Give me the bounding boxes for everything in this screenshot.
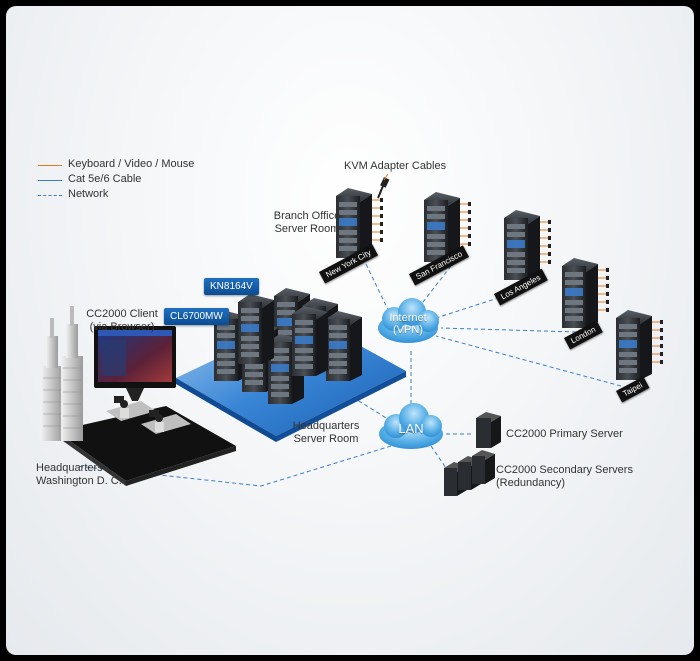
legend-cable-label: Cat 5e/6 Cable: [68, 173, 142, 185]
diagram-frame: Keyboard / Video / Mouse Cat 5e/6 Cable …: [6, 6, 694, 655]
lan-cloud: [379, 403, 443, 449]
legend-network-swatch: [38, 195, 62, 196]
legend-cable-swatch: [38, 180, 62, 181]
hq-washington-line1: Headquarters: [36, 462, 103, 474]
network-illustration: [41, 173, 694, 496]
vpn-label: (VPN): [393, 324, 423, 336]
hq-washington-line2: Washington D. C.: [36, 475, 122, 487]
internet-cloud-label: Internet (VPN): [378, 312, 438, 336]
hq-server-room-line1: Headquarters: [292, 420, 360, 432]
branch-office-label: Branch Office Server Room: [272, 210, 342, 236]
primary-server-label: CC2000 Primary Server: [506, 428, 623, 440]
secondary-servers-label: CC2000 Secondary Servers (Redundancy): [496, 464, 633, 490]
hq-server-room-line2: Server Room: [293, 433, 359, 445]
branch-servers: [336, 173, 663, 380]
secondary-servers-line1: CC2000 Secondary Servers: [496, 464, 633, 476]
legend-kvm-swatch: [38, 165, 62, 166]
legend-network-label: Network: [68, 188, 109, 200]
branch-office-line2: Server Room: [274, 223, 340, 235]
lan-label: LAN: [398, 421, 424, 436]
hq-server-room: [176, 288, 406, 442]
cc2000-client-line1: CC2000 Client: [86, 308, 158, 320]
cc2000-client-line2: (via Browser): [89, 321, 155, 333]
cc2000-client-label: CC2000 Client (via Browser): [82, 308, 162, 334]
headquarters-site: [41, 306, 236, 486]
internet-label: Internet: [389, 312, 427, 324]
branch-office-line1: Branch Office: [273, 210, 341, 222]
legend-kvm-label: Keyboard / Video / Mouse: [68, 158, 195, 170]
cl6700mw-badge: CL6700MW: [164, 308, 229, 325]
secondary-servers: [444, 450, 495, 496]
primary-server: [476, 412, 501, 448]
hq-server-room-label: Headquarters Server Room: [286, 420, 366, 446]
kvm-adapter-cables-label: KVM Adapter Cables: [344, 160, 447, 172]
secondary-servers-line2: (Redundancy): [496, 477, 566, 489]
internet-cloud: [378, 298, 439, 343]
hq-washington-label: Headquarters Washington D. C.: [36, 462, 122, 488]
kn8164v-badge: KN8164V: [204, 278, 259, 295]
